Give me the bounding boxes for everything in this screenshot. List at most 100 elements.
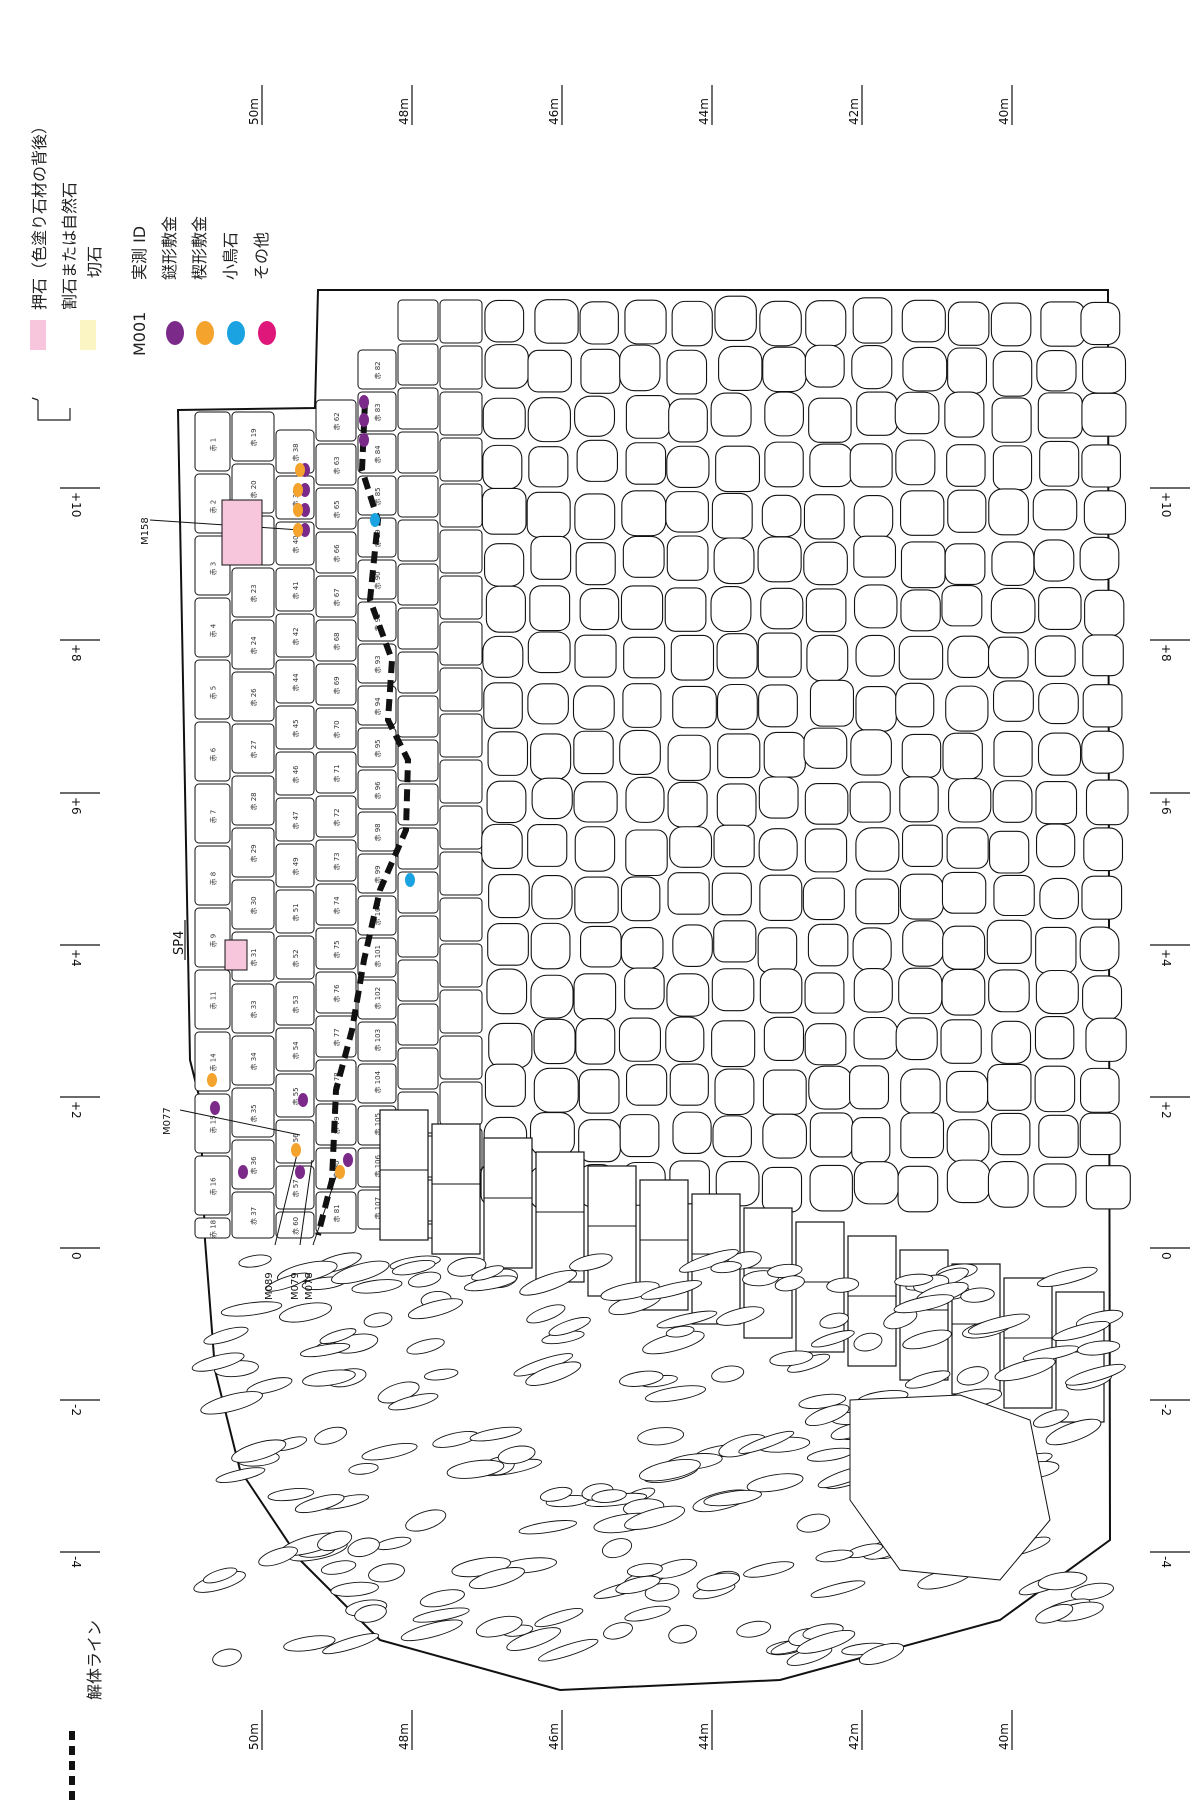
dot-orange-icon: [196, 321, 214, 345]
stone-block: [397, 739, 439, 782]
stone-block: [667, 872, 710, 915]
stone-block: [482, 635, 524, 678]
foundation-stone: [267, 1488, 315, 1502]
stone-block: [578, 1069, 620, 1114]
stone-block: [809, 1164, 853, 1212]
stone-label: 赤 71: [333, 764, 341, 782]
stone-block: [851, 345, 893, 390]
stone-label: 赤 44: [292, 673, 300, 692]
stone-block: [1081, 444, 1121, 488]
stone-block: [397, 431, 439, 474]
stone-block: [989, 830, 1030, 874]
stone-block: [669, 826, 713, 868]
marker-dot-icon: [291, 1143, 301, 1157]
stone-block: [397, 1003, 439, 1046]
foundation-stone: [853, 1332, 883, 1352]
stone-block: [902, 920, 945, 967]
stone-block: [1080, 301, 1121, 346]
stone-block: [231, 671, 275, 722]
stone-block: [1083, 827, 1124, 872]
stone-label: 赤 33: [250, 1000, 258, 1018]
stone-block: [761, 1166, 803, 1213]
legend-text-kiriishi: 切石: [85, 246, 104, 278]
stone-block: [483, 682, 523, 729]
stone-label: 赤 68: [333, 632, 341, 650]
top-meter-label: 46m: [547, 98, 561, 125]
stone-label: 赤 84: [374, 445, 382, 464]
stone-label: 赤 29: [250, 844, 258, 862]
stone-label: 赤 37: [250, 1207, 258, 1225]
stone-block: [357, 643, 397, 684]
marker-dot-icon: [293, 523, 303, 537]
stone-block: [895, 682, 935, 728]
right-offset-label: -4: [1159, 1556, 1173, 1568]
foundation-stone: [412, 1607, 470, 1623]
stone-block: [900, 1112, 945, 1159]
stone-block: [713, 920, 757, 963]
marker-dot-icon: [370, 513, 380, 527]
stone-block: [527, 349, 572, 393]
stone-block: [1036, 349, 1077, 392]
stone-block: [853, 1016, 899, 1060]
foundation-stone: [624, 1505, 686, 1530]
stone-block: [527, 683, 569, 725]
stone-block: [357, 811, 397, 852]
stone-block: [527, 397, 571, 443]
stone-block: [757, 536, 802, 583]
stone-label: 赤 5: [210, 686, 218, 700]
stone-label: 赤 105: [374, 1113, 382, 1136]
foundation-stone: [446, 1459, 505, 1479]
foundation-stone: [746, 1473, 804, 1493]
stone-block: [715, 445, 761, 493]
stone-block: [804, 783, 849, 825]
stone-block: [231, 619, 275, 670]
stone-block: [357, 895, 397, 936]
stone-block: [580, 348, 621, 394]
stone-block: [397, 651, 439, 694]
legend-text-dismantle-line: 解体ライン: [85, 1620, 104, 1700]
stone-label: 赤 101: [374, 945, 382, 968]
stone-block: [275, 613, 315, 658]
stone-label: 赤 95: [374, 739, 382, 757]
stone-label: 赤 85: [374, 487, 382, 505]
stone-block: [315, 531, 357, 574]
stone-block: [397, 387, 439, 430]
stone-block: [231, 775, 275, 826]
foundation-stone: [203, 1326, 249, 1345]
stone-block: [439, 851, 483, 896]
foundation-stone: [1070, 1582, 1114, 1601]
stone-label: 赤 47: [292, 811, 300, 829]
stone-block: [712, 1115, 752, 1158]
stone-block: [900, 589, 941, 632]
foundation-stone: [1052, 1321, 1110, 1342]
right-offset-label: +4: [1159, 949, 1173, 967]
stone-block: [988, 969, 1030, 1013]
stone-block: [947, 635, 990, 678]
stone-label: 赤 73: [333, 852, 341, 870]
stone-label: 赤 27: [250, 740, 258, 758]
stone-block: [530, 922, 571, 970]
stone-block: [758, 684, 798, 728]
foundation-stone: [469, 1426, 522, 1442]
legend-key-m001: M001: [130, 312, 149, 356]
stone-block: [760, 587, 804, 630]
stone-block: [439, 391, 483, 436]
foundation-stone: [215, 1467, 266, 1483]
foundation-stone: [1036, 1266, 1098, 1288]
section-marker-icon: [31, 397, 71, 421]
foundation-stone: [231, 1439, 287, 1463]
left-offset-label: +8: [69, 644, 83, 662]
stone-block: [853, 584, 898, 629]
stone-block: [666, 349, 708, 395]
right-offset-label: 0: [1159, 1252, 1173, 1260]
left-offset-label: 0: [69, 1252, 83, 1260]
stone-block: [990, 302, 1032, 347]
callout-m079: M079: [290, 1272, 301, 1300]
stone-block: [1085, 1165, 1131, 1210]
foundation-stone: [710, 1261, 742, 1274]
stone-block: [487, 923, 529, 966]
stone-block: [624, 967, 665, 1010]
stone-block: [231, 879, 275, 930]
foundation-stone: [238, 1254, 272, 1268]
stone-block: [622, 535, 665, 578]
